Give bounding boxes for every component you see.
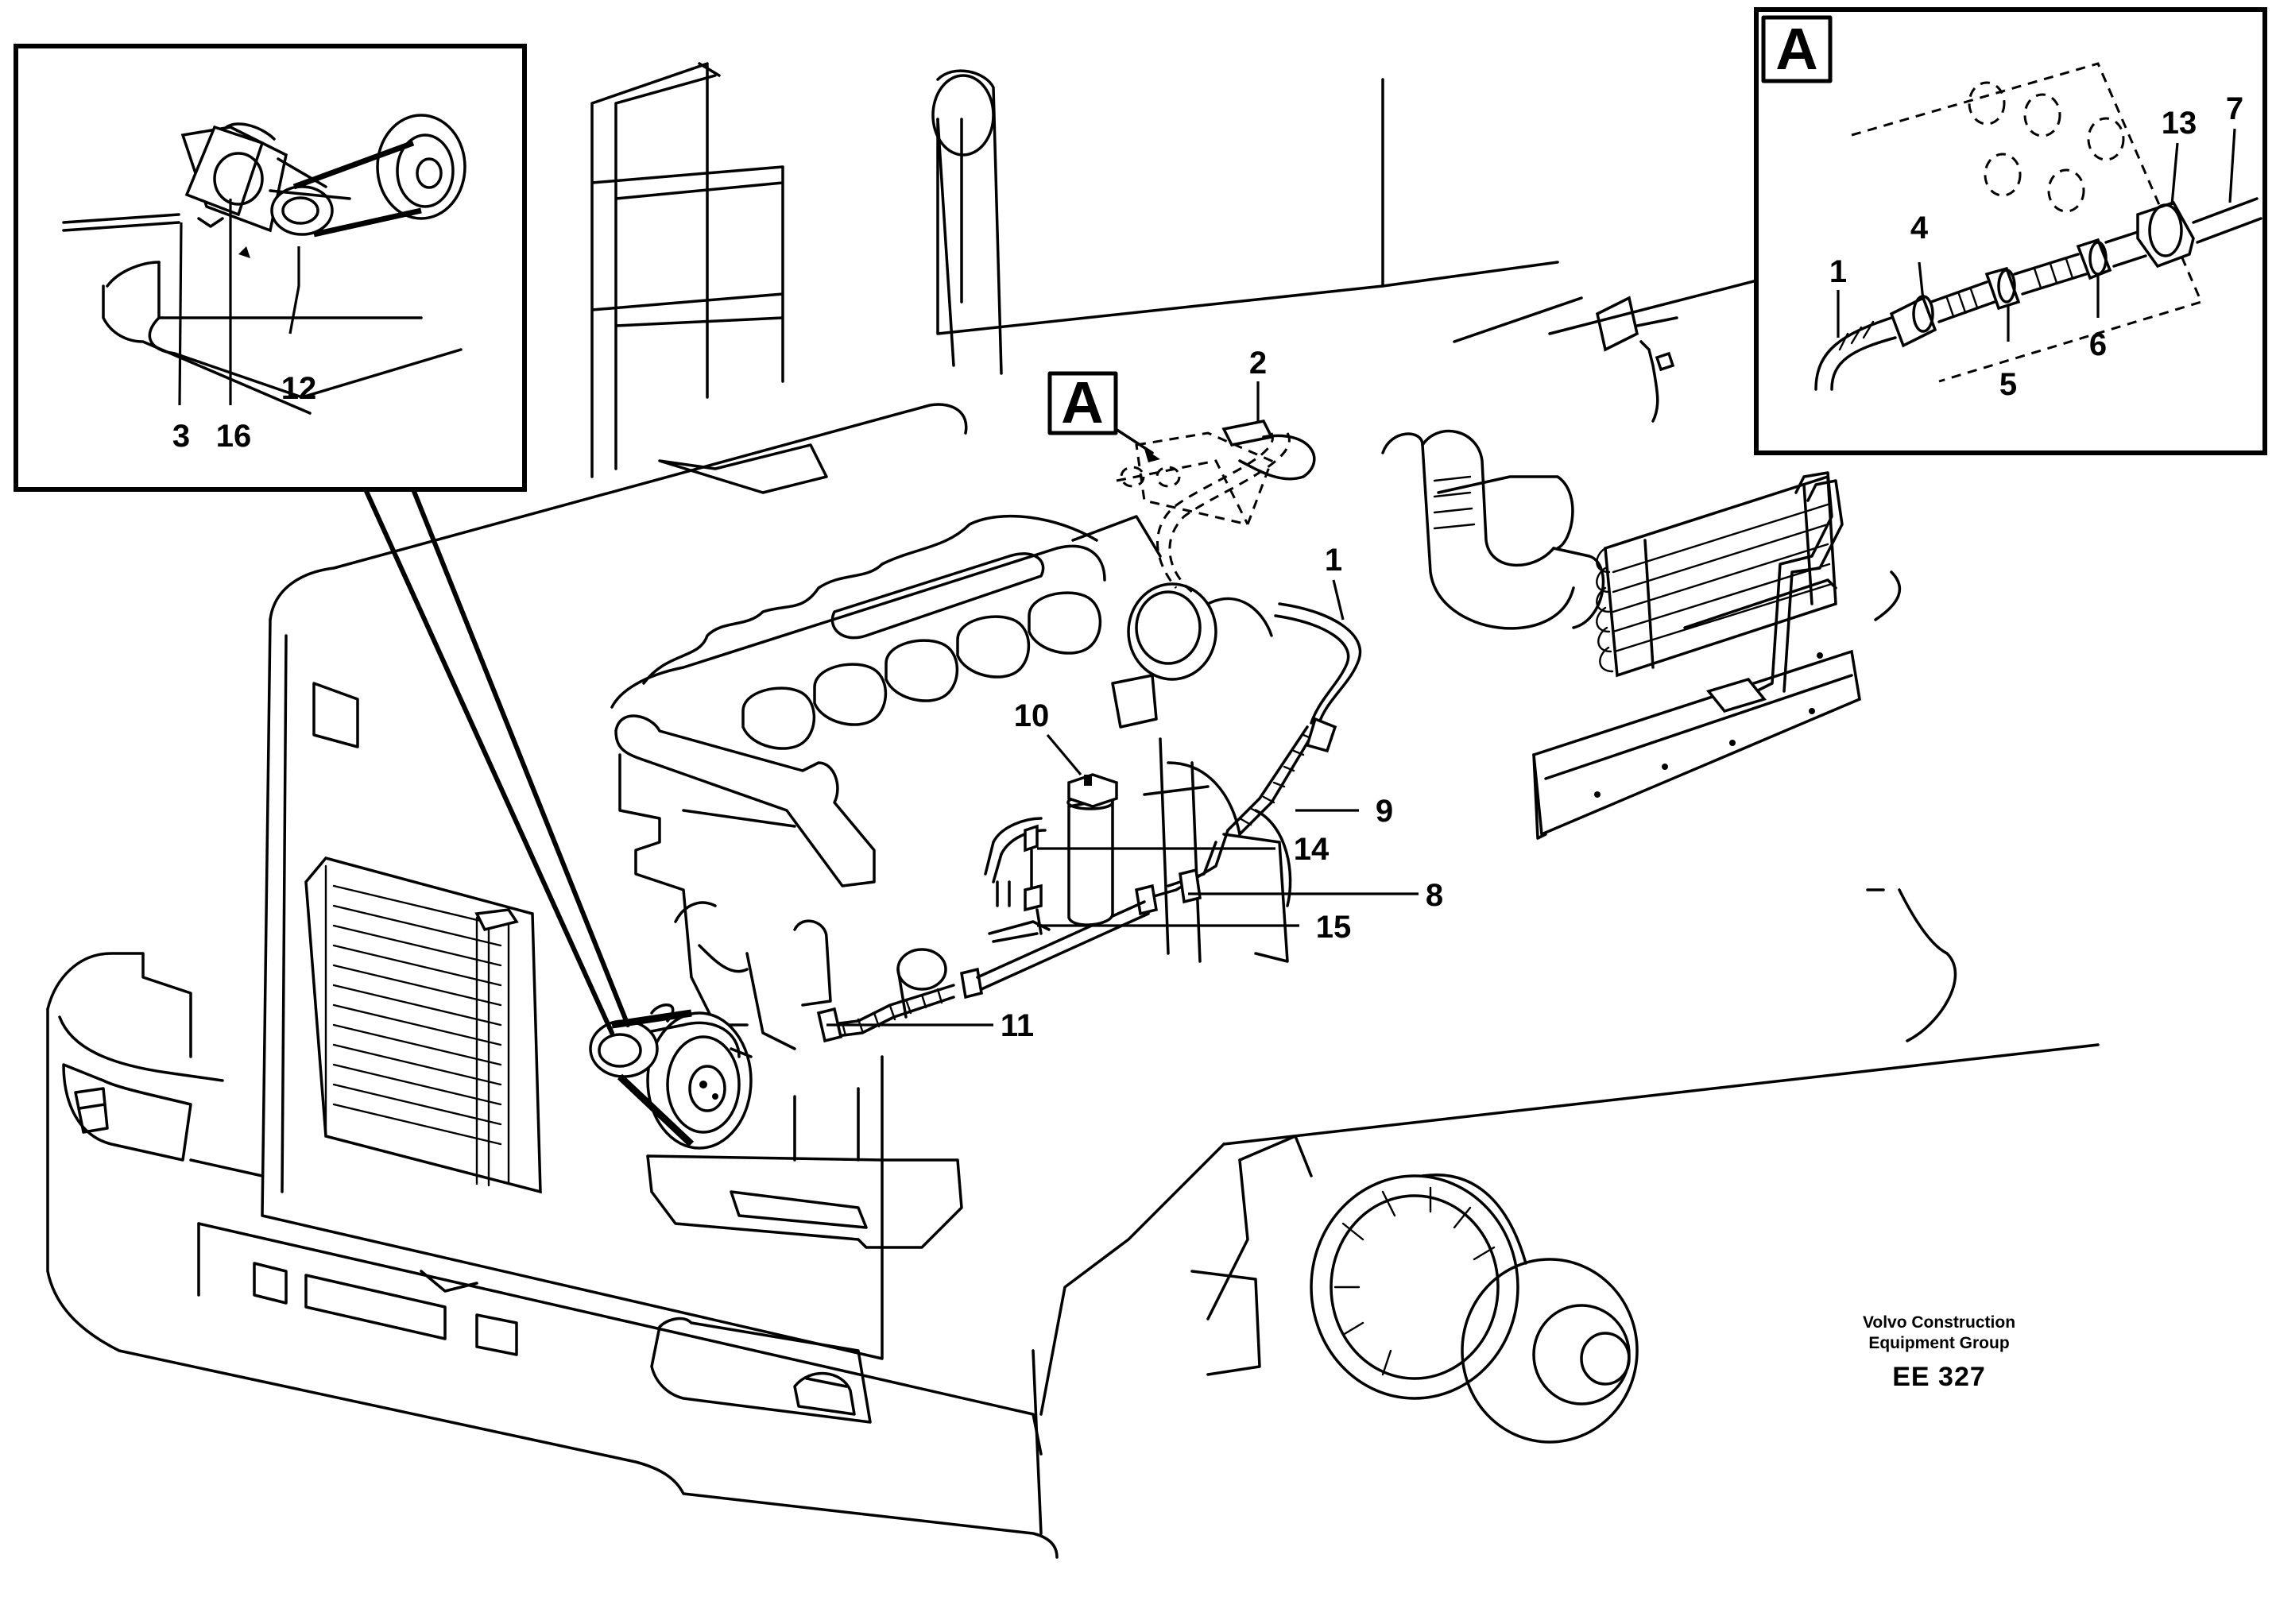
callout-a-1: 1 xyxy=(1829,254,1847,289)
cylinder-caps xyxy=(741,591,1102,750)
view-letter-a: A xyxy=(1061,369,1103,435)
callout-14: 14 xyxy=(1294,832,1330,867)
belt-detail-inset xyxy=(14,44,630,1035)
leader-lines xyxy=(178,199,1419,1027)
receiver-drier xyxy=(1066,773,1118,926)
inset-letter-a: A xyxy=(1775,16,1817,82)
callout-2: 2 xyxy=(1249,346,1267,381)
callout-a-4: 4 xyxy=(1910,211,1929,246)
callout-labels: 3 16 12 1 4 5 6 13 7 2 1 10 9 14 8 15 11 xyxy=(172,91,2243,1043)
callout-a-13: 13 xyxy=(2162,106,2197,141)
callout-a-6: 6 xyxy=(2089,327,2107,362)
fitting-detail-inset-a: A xyxy=(1754,7,2267,455)
callout-a-7: 7 xyxy=(2226,91,2243,126)
publisher-line-2: Equipment Group xyxy=(1868,1334,2010,1352)
callout-10: 10 xyxy=(1014,698,1050,733)
grille xyxy=(304,856,542,1194)
tire xyxy=(1310,1174,1639,1444)
callout-11: 11 xyxy=(1001,1008,1034,1043)
callout-15: 15 xyxy=(1316,910,1352,945)
turbo xyxy=(1111,582,1273,729)
callout-a-5: 5 xyxy=(1999,367,2017,402)
view-indicator-a: A xyxy=(1047,369,1160,462)
callout-8: 8 xyxy=(1426,878,1443,913)
callout-9: 9 xyxy=(1376,794,1393,829)
compressor xyxy=(589,1003,753,1150)
diagram-code: EE 327 xyxy=(1892,1362,1986,1392)
cab-details xyxy=(1116,261,1829,630)
callout-1: 1 xyxy=(1325,543,1342,578)
callout-3: 3 xyxy=(172,419,190,454)
publisher-line-1: Volvo Construction xyxy=(1862,1313,2016,1332)
publisher-credit: Volvo Construction Equipment Group EE 32… xyxy=(1772,1313,2106,1393)
cab-body-outline xyxy=(46,62,2100,1559)
engine xyxy=(610,514,1292,1249)
evaporator xyxy=(1532,471,1901,840)
ac-hoses xyxy=(816,432,1362,1043)
callout-16: 16 xyxy=(216,419,252,454)
callout-12: 12 xyxy=(281,371,317,406)
